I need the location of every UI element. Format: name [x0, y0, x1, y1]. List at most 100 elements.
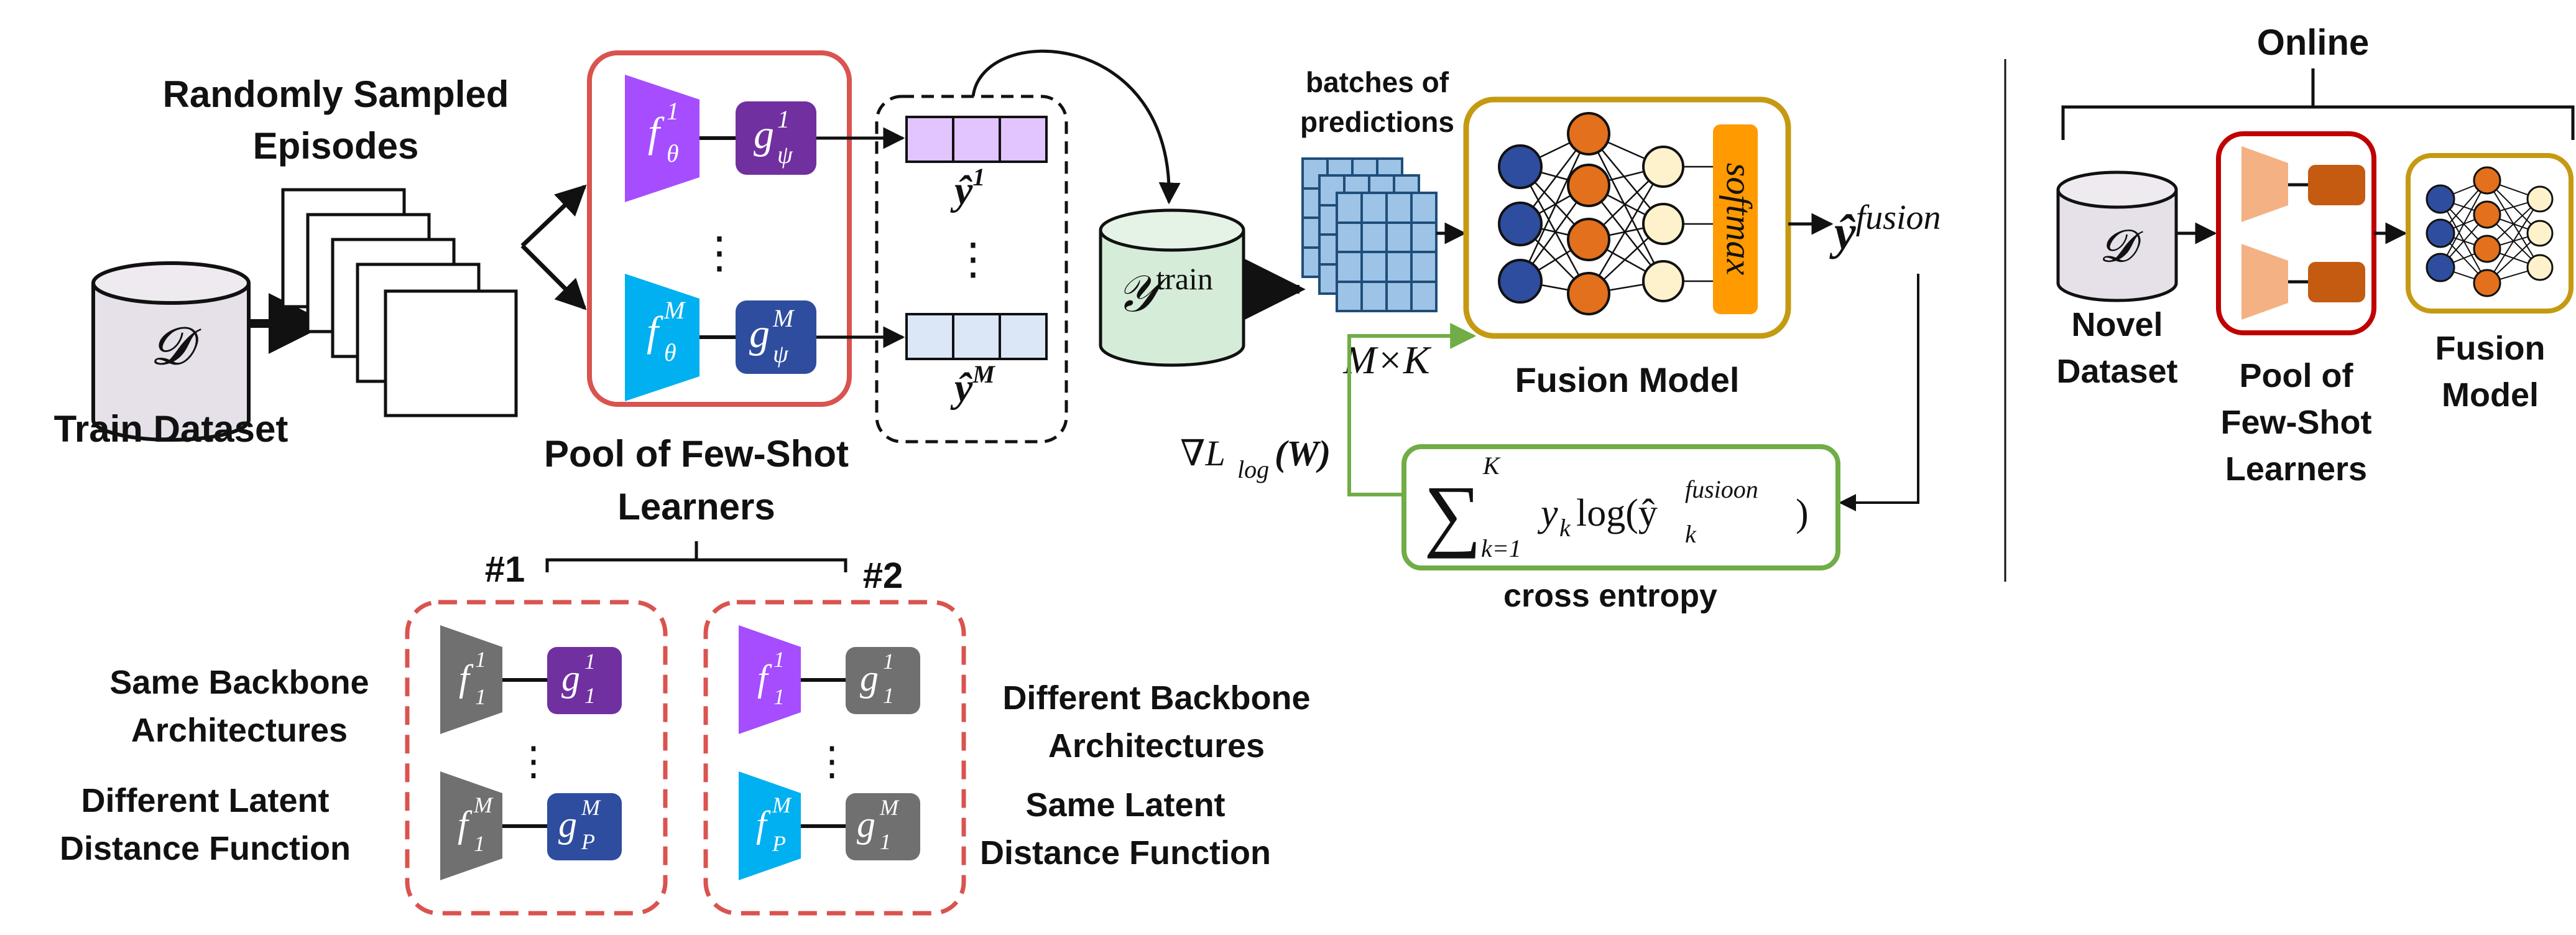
svg-text:K: K	[1482, 452, 1501, 480]
ytrain-cylinder: 𝒴train	[1099, 208, 1245, 367]
branch-arrow-bottom	[520, 244, 587, 310]
softmax-block	[1713, 124, 1758, 314]
m-by-k-label: M×K	[1342, 338, 1432, 382]
fusion-model-box	[1463, 96, 1791, 339]
diff-latent-line2: Distance Function	[60, 830, 351, 867]
svg-text:ψ: ψ	[773, 340, 789, 368]
svg-text:1: 1	[883, 683, 894, 708]
svg-text:⋮: ⋮	[812, 739, 852, 783]
online-pool-line3: Learners	[2225, 450, 2367, 488]
gradient-label: ∇L log (W)	[1180, 433, 1331, 483]
svg-text:1: 1	[777, 105, 790, 133]
batches-label-line2: predictions	[1300, 106, 1454, 138]
y-hat-m: ŷM	[950, 360, 995, 411]
variant-1-learners: f 1 1 g 1 1 ⋮ f M 1 g M P	[440, 625, 622, 880]
svg-text:∑: ∑	[1424, 470, 1482, 559]
svg-text:θ: θ	[664, 338, 676, 366]
online-bracket	[2061, 105, 2575, 140]
svg-text:1: 1	[584, 683, 596, 708]
branch-arrow-top	[520, 184, 587, 248]
online-pool-line1: Pool of	[2240, 357, 2354, 394]
same-backbone-line2: Architectures	[131, 712, 348, 749]
svg-text:g: g	[860, 658, 879, 699]
novel-dataset-line2: Dataset	[2056, 353, 2177, 390]
prediction-vector-1	[905, 116, 1048, 163]
svg-text:k=1: k=1	[1481, 534, 1521, 562]
svg-text:M: M	[772, 304, 795, 332]
svg-text:M: M	[663, 296, 686, 324]
svg-text:M: M	[581, 795, 601, 820]
variant-1-tag: #1	[485, 549, 525, 590]
svg-text:g: g	[857, 804, 875, 845]
train-dataset-cylinder: 𝓓	[91, 261, 251, 442]
cross-entropy-label: cross entropy	[1503, 578, 1717, 614]
svg-text:P: P	[772, 831, 786, 856]
variant-1-box	[405, 600, 668, 916]
pool-box	[587, 50, 852, 407]
variants-bracket	[545, 558, 847, 572]
train-dataset-label: Train Dataset	[54, 408, 289, 450]
online-fusion-box	[2406, 153, 2574, 314]
svg-text:θ: θ	[667, 139, 679, 167]
batches-label-line1: batches of	[1306, 66, 1449, 98]
svg-text:1: 1	[880, 829, 891, 854]
softmax-label: softmax	[1719, 163, 1760, 276]
variant-2-box	[703, 600, 966, 916]
learners-ellipsis: ⋮	[698, 230, 741, 277]
svg-text:1: 1	[475, 647, 486, 672]
svg-text:1: 1	[667, 97, 679, 125]
online-fusion-network	[2426, 166, 2554, 297]
svg-text:k: k	[1559, 514, 1571, 542]
svg-text:g: g	[754, 112, 774, 157]
svg-text:log(ŷ: log(ŷ	[1576, 492, 1658, 534]
y-hat-1: ŷ1	[950, 163, 985, 213]
svg-text:y: y	[1537, 492, 1558, 534]
variant-2-learners: f 1 1 g 1 1 ⋮ f M P g M 1	[739, 625, 920, 880]
episodes-stack	[281, 188, 518, 417]
online-title: Online	[2257, 22, 2369, 63]
distance-box-1	[736, 101, 816, 175]
diff-backbone-line2: Architectures	[1048, 727, 1265, 765]
svg-text:g: g	[558, 804, 577, 845]
svg-text:ψ: ψ	[777, 141, 793, 169]
svg-text:k: k	[1685, 520, 1697, 548]
same-backbone-line1: Same Backbone	[109, 664, 369, 701]
svg-text:1: 1	[474, 831, 485, 856]
online-fusion-line1: Fusion	[2435, 330, 2546, 367]
svg-text:1: 1	[584, 649, 596, 674]
svg-text:∇L: ∇L	[1180, 433, 1226, 473]
cross-entropy-formula: ∑ K k=1 y k log(ŷ k fusioon )	[1424, 452, 1809, 562]
svg-text:M: M	[772, 793, 792, 817]
learner-1: f 1 θ g 1 ψ	[625, 75, 816, 202]
same-latent-line2: Distance Function	[980, 834, 1271, 872]
svg-text:(W): (W)	[1275, 433, 1331, 473]
episodes-label-line2: Episodes	[253, 125, 419, 167]
y-hat-fusion: ŷfusion	[1829, 198, 1941, 259]
episodes-label-line1: Randomly Sampled	[163, 73, 509, 115]
fusion-to-loss-arrow	[1839, 274, 1919, 511]
fusion-network: softmax	[1498, 112, 1760, 315]
svg-text:1: 1	[475, 684, 486, 709]
svg-text:log: log	[1237, 455, 1269, 483]
svg-text:1: 1	[773, 647, 785, 672]
encoder-trapezoid-1	[625, 75, 699, 202]
online-fusion-line2: Model	[2442, 376, 2539, 414]
same-latent-line1: Same Latent	[1025, 786, 1225, 824]
svg-text:M: M	[473, 793, 494, 817]
curved-arrow-to-ytrain	[971, 49, 1181, 205]
novel-dataset-cylinder: 𝓓	[2056, 170, 2178, 302]
variant-2-tag: #2	[863, 556, 903, 596]
prediction-vector-m	[905, 313, 1048, 360]
svg-text:P: P	[581, 829, 595, 854]
predictions-ellipsis: ⋮	[951, 236, 995, 284]
svg-text:g: g	[749, 311, 770, 356]
diff-backbone-line1: Different Backbone	[1002, 679, 1310, 717]
pool-label-line2: Learners	[617, 486, 775, 528]
fusion-model-label: Fusion Model	[1515, 360, 1740, 399]
novel-dataset-line1: Novel	[2071, 306, 2163, 343]
svg-text:g: g	[561, 658, 580, 699]
predictions-box	[875, 95, 1068, 444]
gradient-feedback-arrow	[1347, 323, 1477, 496]
online-pool-line2: Few-Shot	[2221, 404, 2372, 441]
